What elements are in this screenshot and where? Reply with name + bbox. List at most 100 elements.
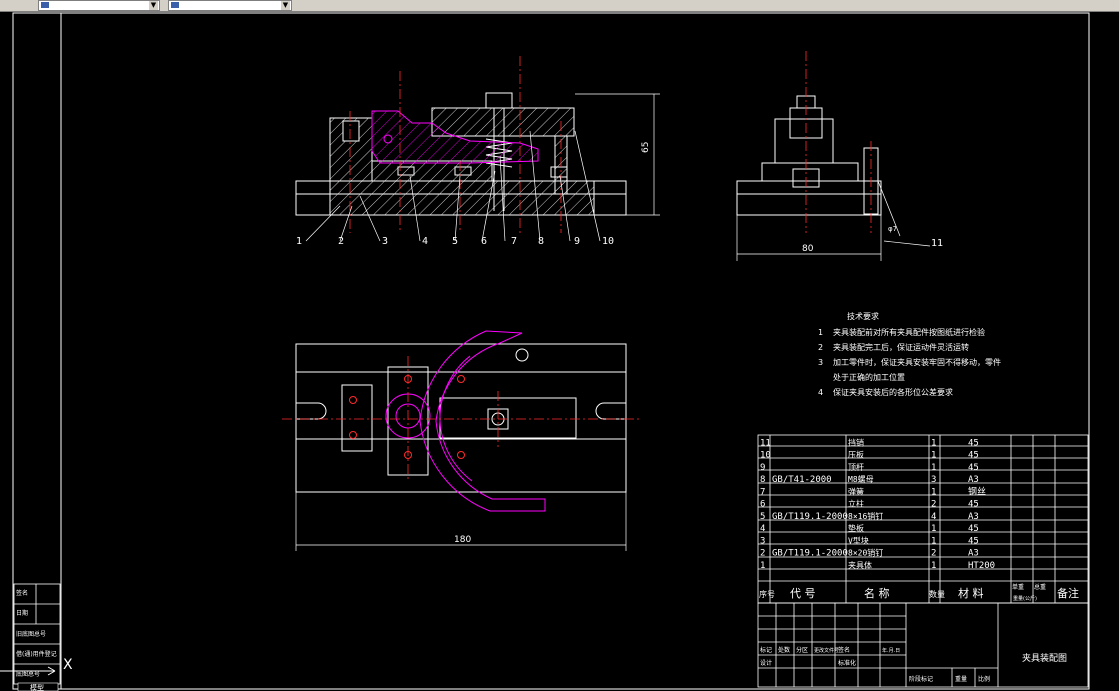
svg-text:夹具装配完工后，保证运动件灵活运转: 夹具装配完工后，保证运动件灵活运转 <box>833 342 969 352</box>
svg-text:单重: 单重 <box>1012 583 1024 591</box>
svg-text:重量: 重量 <box>955 675 967 683</box>
svg-text:阶段标记: 阶段标记 <box>909 675 933 683</box>
ucs-icon <box>0 666 56 676</box>
svg-text:加工零件时，保证夹具安装牢固不得移动，零件: 加工零件时，保证夹具安装牢固不得移动，零件 <box>833 357 1001 367</box>
left-strip-table <box>13 583 61 685</box>
front-view <box>295 92 627 216</box>
plan-holes <box>349 375 465 459</box>
bom-cell-qty: 1 <box>931 438 936 448</box>
tech-title: 技术要求 <box>847 311 879 321</box>
svg-text:处于正确的加工位置: 处于正确的加工位置 <box>833 372 905 382</box>
front-centerlines <box>349 56 562 233</box>
side-part-number: 11 <box>931 238 943 249</box>
bom-cell-code: GB/T41-2000 <box>772 475 832 485</box>
cad-toolbar: ▼ ▼ <box>0 0 1119 12</box>
svg-text:7: 7 <box>511 236 517 247</box>
ucs-x-label: X <box>63 657 73 673</box>
svg-text:序号: 序号 <box>759 589 775 599</box>
bom-cell-no: 4 <box>760 524 765 534</box>
svg-text:1: 1 <box>296 236 302 247</box>
bom-cell-mat: 45 <box>968 438 979 448</box>
chevron-down-icon[interactable]: ▼ <box>149 1 158 10</box>
svg-text:4: 4 <box>818 388 823 397</box>
bom-cell-mat: HT200 <box>968 561 995 571</box>
bom-cell-qty: 1 <box>931 524 936 534</box>
linetype-icon <box>171 2 179 8</box>
bom-cell-no: 6 <box>760 500 765 510</box>
svg-text:保证夹具安装后的各形位公差要求: 保证夹具安装后的各形位公差要求 <box>833 387 953 397</box>
front-leaders <box>305 130 601 242</box>
dim-height-text: 65 <box>641 142 651 153</box>
dim-side-width-text: 80 <box>802 244 814 254</box>
bom-cell-name: M8螺母 <box>848 474 874 484</box>
dim-plan-width-text: 180 <box>454 535 471 545</box>
svg-text:比例: 比例 <box>978 675 990 683</box>
bom-cell-qty: 1 <box>931 451 936 461</box>
layer-combo[interactable]: ▼ <box>38 0 160 11</box>
svg-text:年.月.日: 年.月.日 <box>882 647 900 654</box>
bom-cell-no: 10 <box>760 451 771 461</box>
plan-workpiece <box>385 330 546 512</box>
bom-cell-mat: 钢丝 <box>968 485 986 497</box>
bom-cell-name: 垫板 <box>848 523 864 533</box>
bom-cell-mat: A3 <box>968 512 979 522</box>
drawing-frame <box>12 12 1090 690</box>
bom-cell-qty: 1 <box>931 463 936 473</box>
svg-text:总重: 总重 <box>1034 583 1046 591</box>
bom-cell-no: 7 <box>760 487 765 497</box>
bom-cell-code: GB/T119.1-2000 <box>772 549 848 559</box>
bom-cell-no: 2 <box>760 549 765 559</box>
svg-text:标准化: 标准化 <box>838 659 856 667</box>
left-strip-label: 日期 <box>16 609 28 617</box>
bom-cell-name: 弹簧 <box>848 486 864 496</box>
bom-cell-mat: 45 <box>968 524 979 534</box>
bom-cell-name: 立柱 <box>848 499 864 509</box>
bom-cell-qty: 2 <box>931 500 936 510</box>
bom-cell-name: 挡销 <box>848 437 864 447</box>
svg-text:3: 3 <box>818 358 823 367</box>
bom-cell-mat: 45 <box>968 536 979 546</box>
dim-hole-text: φ7 <box>888 225 897 233</box>
bom-cell-qty: 3 <box>931 475 936 485</box>
bom-cell-name: 压板 <box>848 450 864 460</box>
svg-text:夹具装配前对所有夹具配件按图纸进行检验: 夹具装配前对所有夹具配件按图纸进行检验 <box>833 327 985 337</box>
bom-cell-name: 夹具体 <box>848 560 872 570</box>
layer-icon <box>41 2 49 8</box>
left-strip-label: 底图总号 <box>16 670 40 678</box>
svg-text:5: 5 <box>452 236 458 247</box>
svg-text:材 料: 材 料 <box>958 586 984 600</box>
title-block-labels: 标记 处数 分区 更改文件号 签名 年.月.日 设计 标准化 阶段标记 重量 比… <box>760 646 990 683</box>
drawing-title: 夹具装配图 <box>1022 652 1067 664</box>
plan-view <box>295 343 627 493</box>
svg-text:9: 9 <box>574 236 580 247</box>
svg-text:分区: 分区 <box>796 646 808 654</box>
tech-requirements: 技术要求 1 夹具装配前对所有夹具配件按图纸进行检验 2 夹具装配完工后，保证运… <box>818 311 1001 397</box>
svg-text:备注: 备注 <box>1057 586 1079 600</box>
chevron-down-icon[interactable]: ▼ <box>281 1 290 10</box>
svg-text:代 号: 代 号 <box>790 587 816 600</box>
svg-text:10: 10 <box>602 236 614 247</box>
bom-cell-mat: A3 <box>968 475 979 485</box>
side-view <box>736 95 882 216</box>
bom-cell-mat: A3 <box>968 549 979 559</box>
bom-cell-mat: 45 <box>968 451 979 461</box>
bom-cell-qty: 1 <box>931 536 936 546</box>
bom-cell-no: 9 <box>760 463 765 473</box>
svg-text:2: 2 <box>338 236 344 247</box>
cad-drawing-canvas[interactable]: 签名 日期 旧底图总号 借(通)用件登记 底图总号 X 模型 <box>0 11 1119 691</box>
bom-header: 序号 代 号 名 称 数量 材 料 单重 总重 重量(公斤) 备注 <box>759 583 1079 602</box>
model-tab[interactable]: 模型 <box>17 682 59 691</box>
side-centerlines <box>805 51 872 233</box>
bom-cell-code: GB/T119.1-2000 <box>772 512 848 522</box>
svg-text:重量(公斤): 重量(公斤) <box>1013 595 1037 602</box>
linetype-combo[interactable]: ▼ <box>168 0 292 11</box>
svg-text:名 称: 名 称 <box>864 586 890 600</box>
left-strip-label: 借(通)用件登记 <box>16 650 57 658</box>
dim-height <box>575 93 660 216</box>
bom-cell-qty: 4 <box>931 512 936 522</box>
svg-text:处数: 处数 <box>778 646 790 654</box>
left-strip-label: 签名 <box>16 589 28 597</box>
bom-cell-no: 8 <box>760 475 765 485</box>
dim-side-width <box>736 180 931 261</box>
bom-cell-no: 1 <box>760 561 765 571</box>
